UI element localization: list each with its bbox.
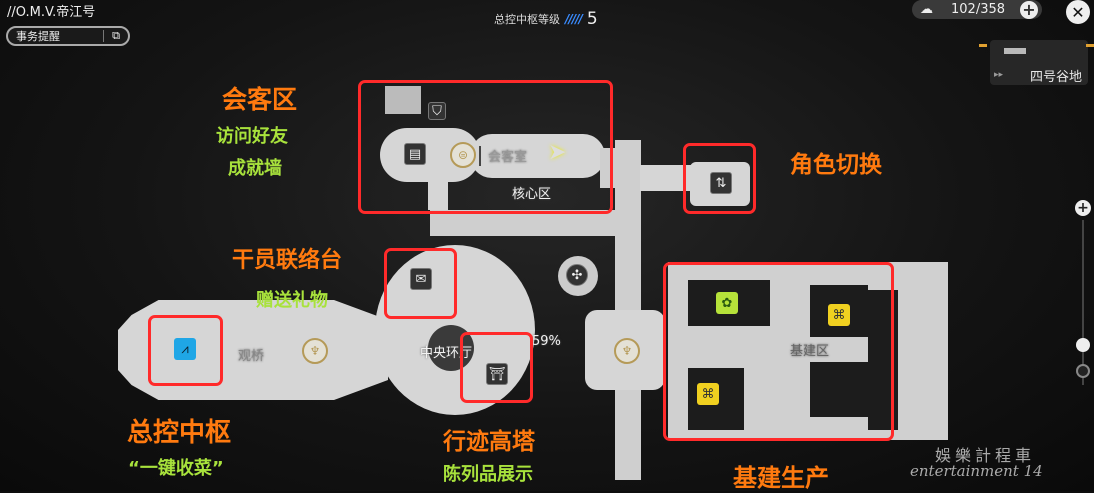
character-switch-title: 角色切换 [790, 152, 882, 178]
hub-level-label: 总控中枢等级 [494, 13, 560, 26]
ship-name: //O.M.V.帝江号 [7, 5, 96, 20]
east-emblem-icon[interactable]: ♆ [614, 338, 640, 364]
progress-label: 59% [532, 334, 561, 349]
shop-icon[interactable]: ⛉ [428, 102, 446, 120]
reception-line: 访问好友 [216, 126, 288, 147]
facility-icon[interactable]: ⌘ [828, 304, 850, 326]
expand-icon: ⧉ [112, 29, 120, 42]
meeting-room-label: 会客室 [488, 150, 528, 165]
zoom-out-button[interactable] [1076, 364, 1090, 378]
task-reminder-button[interactable]: 事务提醒 ⧉ [6, 26, 130, 46]
reception-line: 成就墙 [228, 158, 282, 179]
hub-level: 总控中枢等级 ///// 5 [494, 9, 598, 29]
operator-contact-line: 赠送礼物 [256, 290, 328, 311]
terminal-icon[interactable]: ▤ [404, 143, 426, 165]
control-hub-title: 总控中枢 [127, 418, 232, 448]
zoom-in-button[interactable]: + [1075, 200, 1091, 216]
trail-tower-line: 陈列品展示 [443, 464, 533, 485]
control-hub-icon[interactable]: ⩘ [174, 338, 196, 360]
trail-tower-title: 行迹高塔 [443, 429, 535, 455]
stamina-bar[interactable]: ☁ 102/358 + [912, 0, 1042, 19]
add-stamina-button[interactable]: + [1020, 0, 1038, 19]
highlight-control-hub [148, 315, 223, 386]
arrow-icon: ▸▸ [994, 70, 1004, 80]
level-bars-icon: ///// [565, 12, 583, 26]
emblem-icon[interactable]: ⊜ [450, 142, 476, 168]
highlight-reception [358, 80, 613, 214]
player-arrow-icon: ➤ [548, 140, 567, 165]
base-production-title: 基建生产 [733, 464, 829, 492]
waypoint-icon[interactable]: ✣ [566, 264, 588, 286]
bridge-emblem-icon[interactable]: ♆ [302, 338, 328, 364]
region-minimap[interactable]: ▸▸ 四号谷地 [990, 40, 1088, 85]
zoom-slider-track[interactable] [1082, 220, 1084, 385]
control-hub-line: “一键收菜” [128, 458, 224, 479]
region-name: 四号谷地 [1030, 70, 1083, 85]
highlight-base-production [663, 262, 894, 441]
operator-contact-title: 干员联络台 [232, 248, 343, 273]
highlight-character-switch [683, 143, 756, 214]
base-zone-label: 基建区 [790, 344, 830, 359]
bridge-label: 观桥 [238, 349, 265, 364]
highlight-trail-tower [460, 332, 533, 403]
central-hall-label: 中央环厅 [420, 346, 473, 361]
task-reminder-label: 事务提醒 [16, 30, 60, 43]
stamina-value: 102/358 [951, 2, 1006, 17]
highlight-operator-contact [384, 248, 457, 319]
hub-level-value: 5 [586, 9, 598, 29]
reception-title: 会客区 [222, 85, 298, 114]
contact-terminal-icon[interactable]: ✉ [410, 268, 432, 290]
core-zone-label: 核心区 [512, 187, 552, 202]
zoom-slider-handle[interactable] [1076, 338, 1090, 352]
plant-icon[interactable]: ✿ [716, 292, 738, 314]
facility-icon[interactable]: ⌘ [697, 383, 719, 405]
watermark-line2: entertainment 14 [910, 462, 1043, 480]
watermark-line1: 娛樂計程車 [935, 446, 1036, 465]
stamina-icon: ☁ [920, 2, 933, 17]
close-button[interactable]: ✕ [1066, 0, 1090, 24]
tower-icon[interactable]: ⛩ [486, 363, 508, 385]
character-switch-icon[interactable]: ⇅ [710, 172, 732, 194]
